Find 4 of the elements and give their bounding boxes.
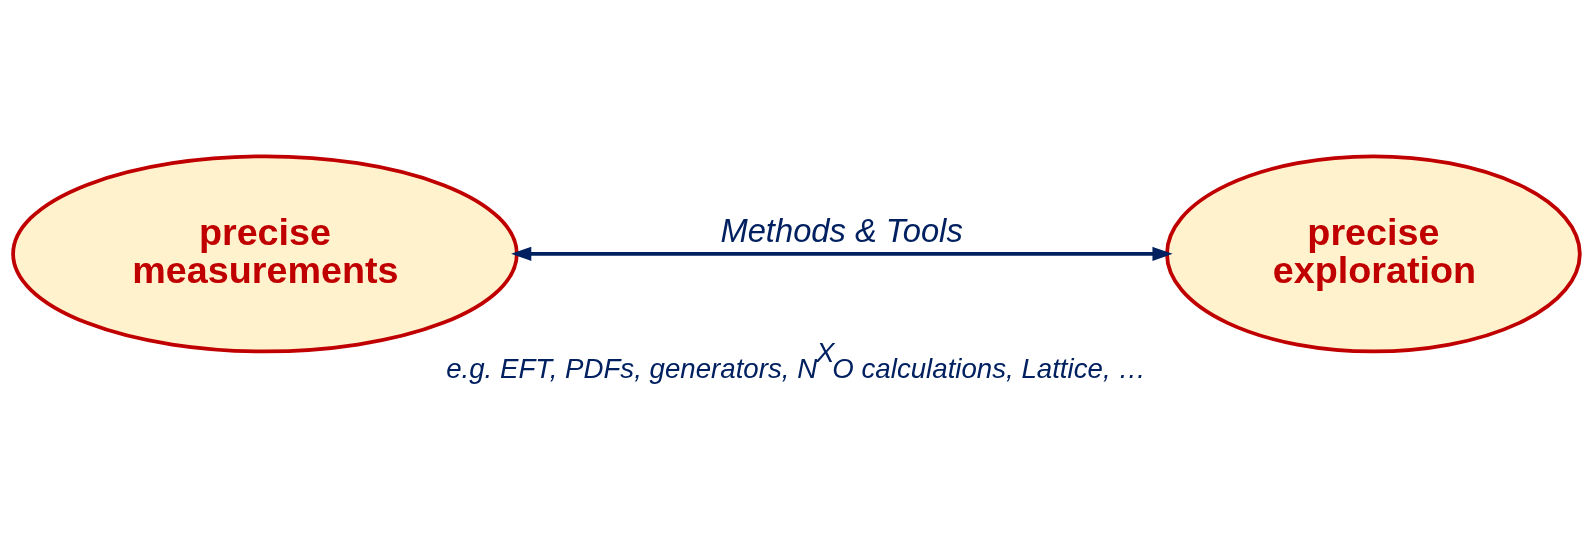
edge-label: Methods & Tools: [720, 212, 963, 250]
node-ellipse: precise measurements: [11, 154, 519, 354]
arrow: [511, 246, 1173, 261]
node-ellipse: precise exploration: [1165, 154, 1582, 354]
